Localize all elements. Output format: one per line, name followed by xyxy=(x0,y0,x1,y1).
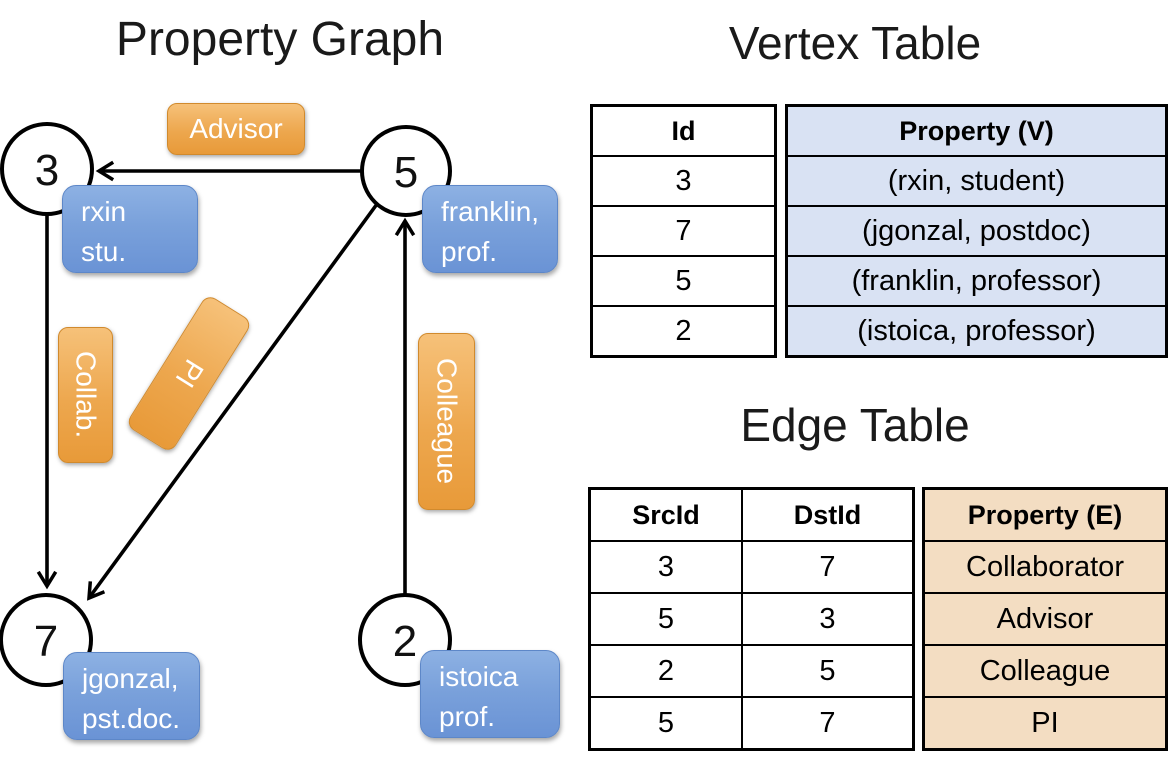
vertex-property-cell: (istoica, professor) xyxy=(857,314,1096,347)
edge-label-pi-text: PI xyxy=(169,354,210,394)
edge-src-cell: 5 xyxy=(657,706,675,739)
callout-jgonzal-line2: pst.doc. xyxy=(82,703,181,734)
callout-rxin-line2: stu. xyxy=(81,236,127,267)
vertex-id-cell: 2 xyxy=(675,314,692,347)
edge-dst-cell: 7 xyxy=(741,542,912,592)
property-graph-title: Property Graph xyxy=(115,13,445,66)
edge-dst-cell: 3 xyxy=(741,594,912,644)
vertex-property-header: Property (V) xyxy=(899,115,1054,146)
vertex-property-cell: (franklin, professor) xyxy=(851,264,1102,297)
table-row: Advisor xyxy=(925,592,1165,644)
table-row: (jgonzal, postdoc) xyxy=(788,205,1165,255)
edge-srcid-header: SrcId xyxy=(632,499,700,530)
edge-src-cell: 5 xyxy=(657,602,675,635)
edge-dst-cell: 7 xyxy=(741,698,912,748)
vertex-node-2-label: 2 xyxy=(393,617,417,666)
table-row: (rxin, student) xyxy=(788,155,1165,205)
vertex-node-5-label: 5 xyxy=(394,148,418,197)
table-row: 5 3 xyxy=(591,592,912,644)
callout-istoica-line1: istoica xyxy=(439,661,519,692)
edge-table-id-columns: SrcId DstId 3 7 5 3 2 5 5 7 xyxy=(588,487,915,751)
edge-property-cell: Collaborator xyxy=(966,550,1124,583)
callout-istoica-line2: prof. xyxy=(439,701,496,732)
callout-jgonzal: jgonzal, pst.doc. xyxy=(63,652,200,740)
edge-table-property-column: Property (E) Collaborator Advisor Collea… xyxy=(922,487,1168,751)
vertex-id-cell: 7 xyxy=(675,214,692,247)
edge-label-colleague: Colleague xyxy=(418,333,475,510)
vertex-property-cell: (jgonzal, postdoc) xyxy=(862,214,1091,247)
edge-property-cell: Colleague xyxy=(979,654,1111,687)
table-row: Collaborator xyxy=(925,540,1165,592)
edge-src-cell: 2 xyxy=(657,654,675,687)
table-row: PI xyxy=(925,696,1165,748)
callout-franklin: franklin, prof. xyxy=(422,185,558,273)
vertex-node-3-label: 3 xyxy=(35,146,59,195)
callout-rxin-line1: rxin xyxy=(81,196,127,227)
table-row: 2 xyxy=(593,305,774,355)
vertex-id-cell: 5 xyxy=(675,264,692,297)
callout-rxin: rxin stu. xyxy=(62,185,198,273)
table-row: 2 5 xyxy=(591,644,912,696)
edge-label-collab: Collab. xyxy=(58,327,113,463)
edge-property-cell: Advisor xyxy=(996,602,1094,635)
table-row: 5 xyxy=(593,255,774,305)
table-row: 3 xyxy=(593,155,774,205)
vertex-property-cell: (rxin, student) xyxy=(887,164,1066,197)
edge-table-title: Edge Table xyxy=(740,399,970,451)
table-row: (istoica, professor) xyxy=(788,305,1165,355)
edge-label-advisor: Advisor xyxy=(167,103,305,155)
callout-jgonzal-line1: jgonzal, xyxy=(82,663,179,694)
table-row: Colleague xyxy=(925,644,1165,696)
table-row: 3 7 xyxy=(591,540,912,592)
edge-label-collab-text: Collab. xyxy=(70,351,102,439)
vertex-id-cell: 3 xyxy=(675,164,692,197)
edge-5-to-7-arrow xyxy=(87,202,379,601)
callout-franklin-line2: prof. xyxy=(441,236,498,267)
edge-label-advisor-text: Advisor xyxy=(189,113,283,144)
table-row: 5 7 xyxy=(591,696,912,748)
table-row: 7 xyxy=(593,205,774,255)
vertex-table-title: Vertex Table xyxy=(728,17,982,69)
edge-property-header: Property (E) xyxy=(967,499,1123,530)
edge-property-cell: PI xyxy=(1031,706,1059,739)
vertex-table-id-column: Id 3 7 5 2 xyxy=(590,104,777,358)
table-row: (franklin, professor) xyxy=(788,255,1165,305)
vertex-id-header: Id xyxy=(671,115,696,146)
vertex-table-property-column: Property (V) (rxin, student) (jgonzal, p… xyxy=(785,104,1168,358)
edge-dst-cell: 5 xyxy=(741,646,912,696)
edge-src-cell: 3 xyxy=(657,550,675,583)
vertex-node-7-label: 7 xyxy=(34,617,58,666)
edge-dstid-header: DstId xyxy=(741,490,912,540)
callout-franklin-line1: franklin, xyxy=(441,196,540,227)
callout-istoica: istoica prof. xyxy=(420,650,560,738)
edge-label-colleague-text: Colleague xyxy=(431,358,463,485)
